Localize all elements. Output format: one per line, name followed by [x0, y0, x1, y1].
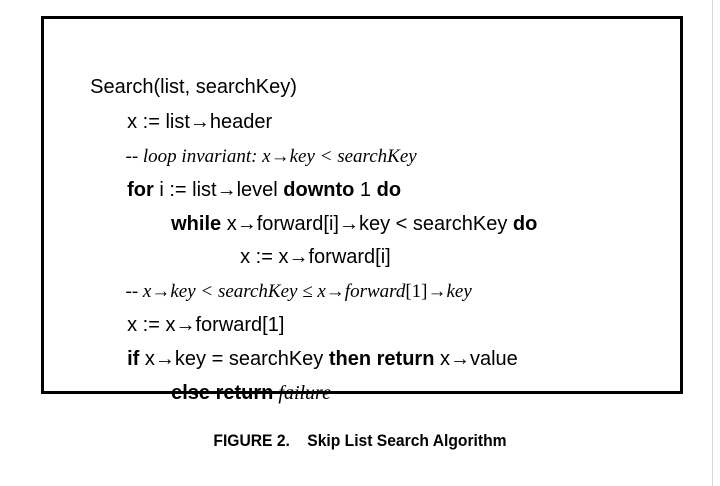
algorithm-line-else: else return failure [160, 354, 331, 406]
page-edge-rule [712, 0, 713, 486]
keyword-if: if [127, 348, 140, 370]
comment-text: →key [427, 281, 472, 302]
comment-index: [1] [405, 281, 428, 302]
line-text: x := x→forward[i] [240, 246, 391, 268]
line-text: x := x→forward[1] [127, 314, 285, 336]
keyword-else-return: else return [171, 382, 274, 404]
line-text: Search(list, searchKey) [90, 76, 297, 98]
figure-caption: FIGURE 2. Skip List Search Algorithm [29, 431, 691, 451]
figure-title: Skip List Search Algorithm [307, 431, 507, 450]
figure-label: FIGURE 2. [213, 431, 290, 450]
keyword-then-return: then return [328, 348, 435, 370]
line-text: x→key = searchKey [139, 348, 329, 370]
algorithm-comment-invariant: -- loop invariant: x→key < searchKey [116, 118, 417, 170]
algorithm-line-while: while x→forward[i]→key < searchKey do [160, 185, 537, 237]
comment-text: -- loop invariant: x→key < searchKey [125, 146, 417, 167]
algorithm-line-for: for i := list→level downto 1 do [116, 151, 401, 203]
line-text: x→value [434, 348, 518, 370]
algorithm-line-step: x := x→forward[1] [116, 286, 284, 338]
algorithm-box [41, 16, 683, 394]
keyword-do: do [376, 179, 402, 201]
algorithm-comment-postcondition: -- x→key < searchKey ≤ x→forward[1]→key [116, 253, 472, 305]
comment-text: -- x→key < searchKey ≤ x→forward [125, 281, 406, 302]
algorithm-line-if: if x→key = searchKey then return x→value [116, 320, 518, 372]
keyword-downto: downto [283, 179, 355, 201]
algorithm-signature: Search(list, searchKey) [79, 48, 297, 100]
line-text: i := list→level [153, 179, 284, 201]
keyword-do: do [512, 213, 538, 235]
algorithm-line-advance: x := x→forward[i] [229, 218, 391, 270]
line-text: 1 [354, 179, 377, 201]
line-text: x := list→header [127, 111, 273, 133]
line-text: failure [273, 382, 331, 404]
keyword-for: for [127, 179, 154, 201]
keyword-while: while [171, 213, 222, 235]
line-text: x→forward[i]→key < searchKey [221, 213, 513, 235]
algorithm-line-init: x := list→header [116, 83, 272, 135]
